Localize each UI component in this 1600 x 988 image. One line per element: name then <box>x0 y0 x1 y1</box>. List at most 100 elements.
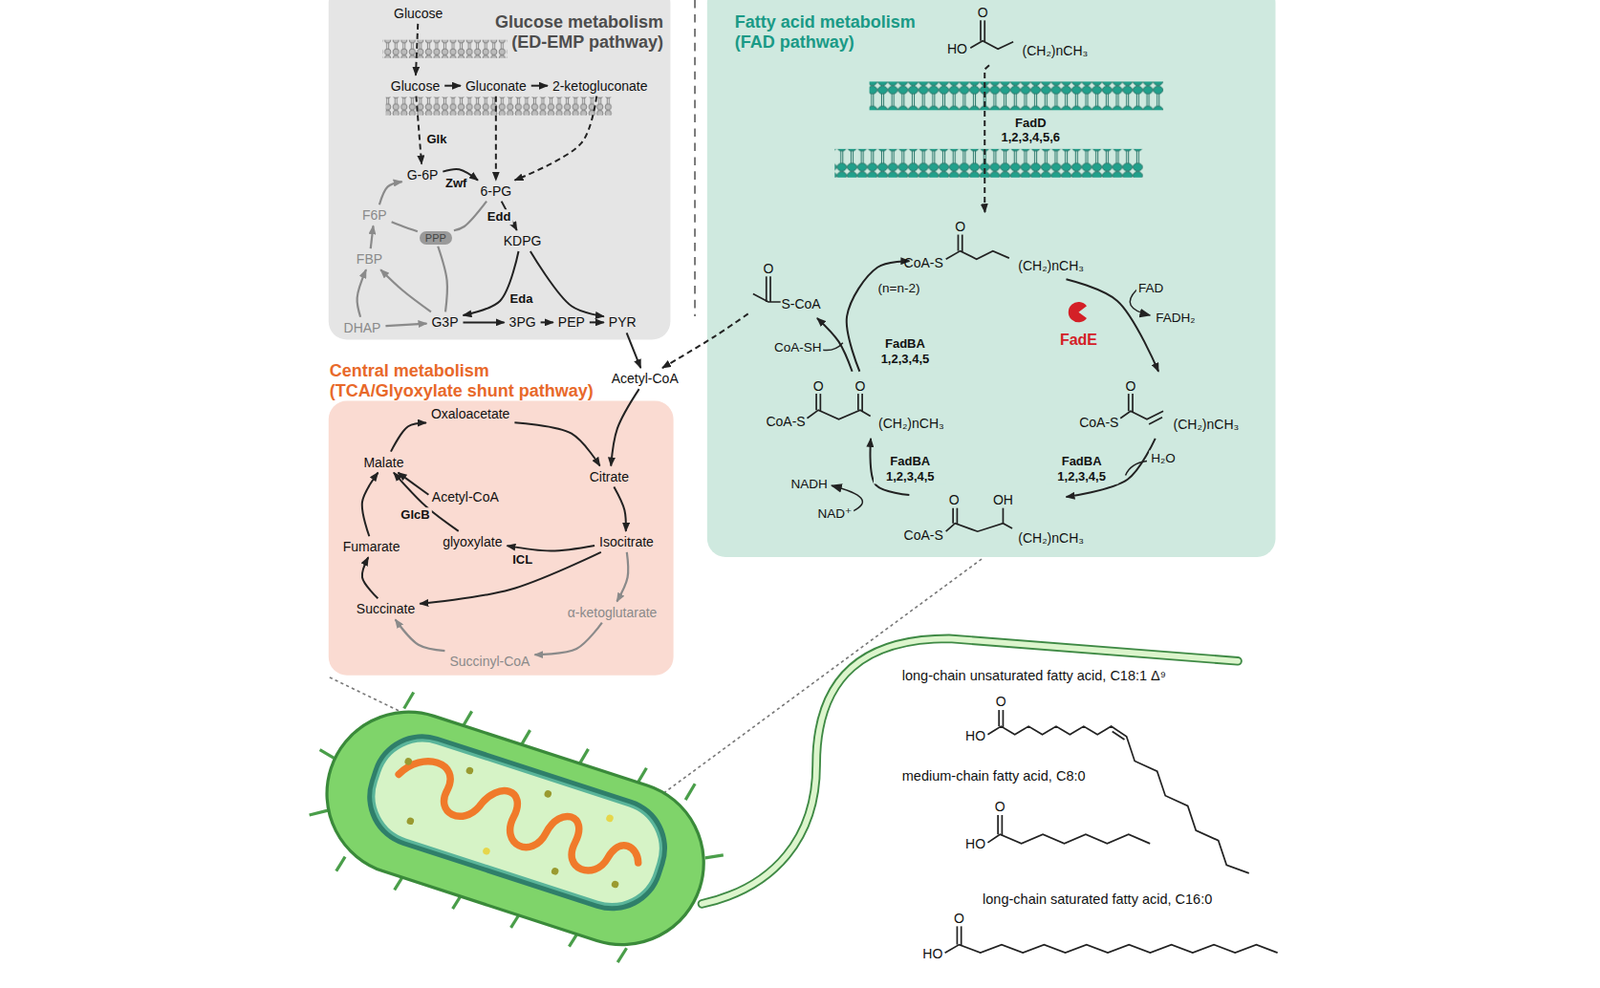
flagellum <box>702 638 1238 905</box>
pathway-arrow <box>362 557 379 599</box>
pathway-arrow <box>357 269 367 318</box>
bond <box>956 926 959 945</box>
bond <box>960 926 963 946</box>
structure-caption: long-chain unsaturated fatty acid, C18:1… <box>902 668 1167 684</box>
pathway-arrow <box>514 422 600 466</box>
atom-label: O <box>954 218 966 235</box>
metabolite-label: G3P <box>428 313 461 331</box>
enzyme-icon <box>1068 302 1087 323</box>
atom-label: CoA-S <box>765 413 805 430</box>
inner-membrane <box>834 149 1143 178</box>
metabolite-label: Acetyl-CoA <box>429 488 502 506</box>
metabolite-name: Gluconate <box>465 78 527 94</box>
atom-label: O <box>995 693 1007 710</box>
metabolite-name: Acetyl-CoA <box>432 489 499 505</box>
enzyme-label: FadBA 1,2,3,4,5 <box>873 454 947 485</box>
pilus <box>404 691 414 711</box>
metabolite-label: glyoxylate <box>439 533 505 551</box>
metabolite-label: Succinate <box>353 600 418 618</box>
metabolite-label: Glucose <box>390 4 446 22</box>
pathway-arrow <box>391 221 418 232</box>
pathway-arrow <box>515 96 598 181</box>
pathway-arrow <box>530 251 605 317</box>
metabolite-name: Succinate <box>356 601 415 617</box>
fatty-acid-structure: OHO(CH₂)nCH₃ <box>944 0 1108 64</box>
atom-label: CoA-S <box>904 255 944 271</box>
pathway-arrow <box>385 324 427 327</box>
atom-label: OH <box>993 492 1014 508</box>
chain-note: (n=n-2) <box>876 281 923 296</box>
pathway-arrow <box>613 487 626 532</box>
atom-label: O <box>762 260 774 277</box>
bond <box>1112 731 1125 740</box>
enzyme-label: FadE <box>1058 331 1100 349</box>
atom-label: O <box>813 378 824 394</box>
panel-ground <box>328 401 674 676</box>
bond <box>997 710 1000 727</box>
fatty-acid-chains <box>945 710 1278 953</box>
enzyme-label: Eda <box>508 291 536 307</box>
pathway-arrow <box>380 269 432 312</box>
atom-label: (CH₂)nCH₃ <box>1022 43 1089 59</box>
pathway-name: PPP <box>425 232 447 244</box>
pathway-arrow <box>531 85 548 87</box>
enzyme-label: FadD 1,2,3,4,5,6 <box>988 115 1073 146</box>
metabolite-name: 3PG <box>509 314 537 330</box>
atom-label: CoA-S <box>1079 414 1119 431</box>
atom-label: O <box>994 799 1006 815</box>
metabolite-name: Fumarate <box>343 539 401 555</box>
metabolite-name: Malate <box>363 454 404 471</box>
metabolite-name: Succinyl-CoA <box>449 653 530 670</box>
fatty-acid-structure: medium-chain fatty acid, C8:0OHO <box>897 767 1153 855</box>
hydroxyacyl-coa-structure: OOHCoA-S(CH₂)nCH₃ <box>910 487 1064 551</box>
enzyme-label: FadBA 1,2,3,4,5 <box>868 337 942 368</box>
metabolite-label: Malate <box>360 454 407 472</box>
structure-caption: long-chain saturated fatty acid, C16:0 <box>982 891 1212 908</box>
metabolite-label: FBP <box>353 250 386 268</box>
pathway-arrow <box>540 321 554 324</box>
panel-ground <box>328 0 671 341</box>
cofactor-label: NAD⁺ <box>815 505 854 521</box>
atom-label: (CH₂)nCH₃ <box>1173 416 1240 433</box>
outer-membrane <box>382 40 507 59</box>
metabolite-name: Isocitrate <box>599 534 654 550</box>
panel-heading: Glucose metabolism (ED-EMP pathway) <box>472 12 664 52</box>
pathway-arrow <box>395 619 446 651</box>
pathway-arrow <box>462 321 504 324</box>
atom-label: O <box>1124 378 1136 394</box>
metabolite-label: α-ketoglutarate <box>564 604 661 622</box>
pilus <box>705 850 724 864</box>
cofactor-label: FAD <box>1136 281 1166 296</box>
metabolite-label: 2-ketogluconate <box>549 77 651 95</box>
structure-caption: medium-chain fatty acid, C8:0 <box>902 768 1086 784</box>
pathway-arrow <box>419 552 602 605</box>
pilus <box>336 855 346 873</box>
flagellum <box>702 638 1238 905</box>
atom-label: S-CoA <box>780 296 821 312</box>
enzyme-label: Zwf <box>443 175 469 192</box>
atom-label: O <box>949 492 960 508</box>
pathway-arrow <box>437 246 448 313</box>
metabolite-label: DHAP <box>341 319 385 337</box>
metabolite-label: Succinyl-CoA <box>446 652 533 671</box>
chemical-bonds <box>753 20 1164 532</box>
metabolite-name: Glucose <box>390 78 440 94</box>
pathway-pill: PPP <box>419 231 453 245</box>
atom-label: HO <box>947 41 968 57</box>
enzyme-label: ICL <box>510 552 535 568</box>
pathway-arrow <box>415 96 422 165</box>
metabolite-name: Citrate <box>589 469 629 485</box>
atom-label: O <box>953 910 965 927</box>
metabolite-name: PEP <box>558 314 585 330</box>
atom-label: (CH₂)nCH₃ <box>878 415 945 432</box>
atom-label: O <box>855 378 866 394</box>
metabolite-label: Acetyl-CoA <box>608 369 682 388</box>
metabolite-name: Oxaloacetate <box>431 406 511 422</box>
cofactor-label: CoA-SH <box>772 339 824 354</box>
metabolite-name: 2-ketogluconate <box>552 78 649 94</box>
bond <box>996 815 999 835</box>
cofactor-label: FADH₂ <box>1153 310 1197 325</box>
